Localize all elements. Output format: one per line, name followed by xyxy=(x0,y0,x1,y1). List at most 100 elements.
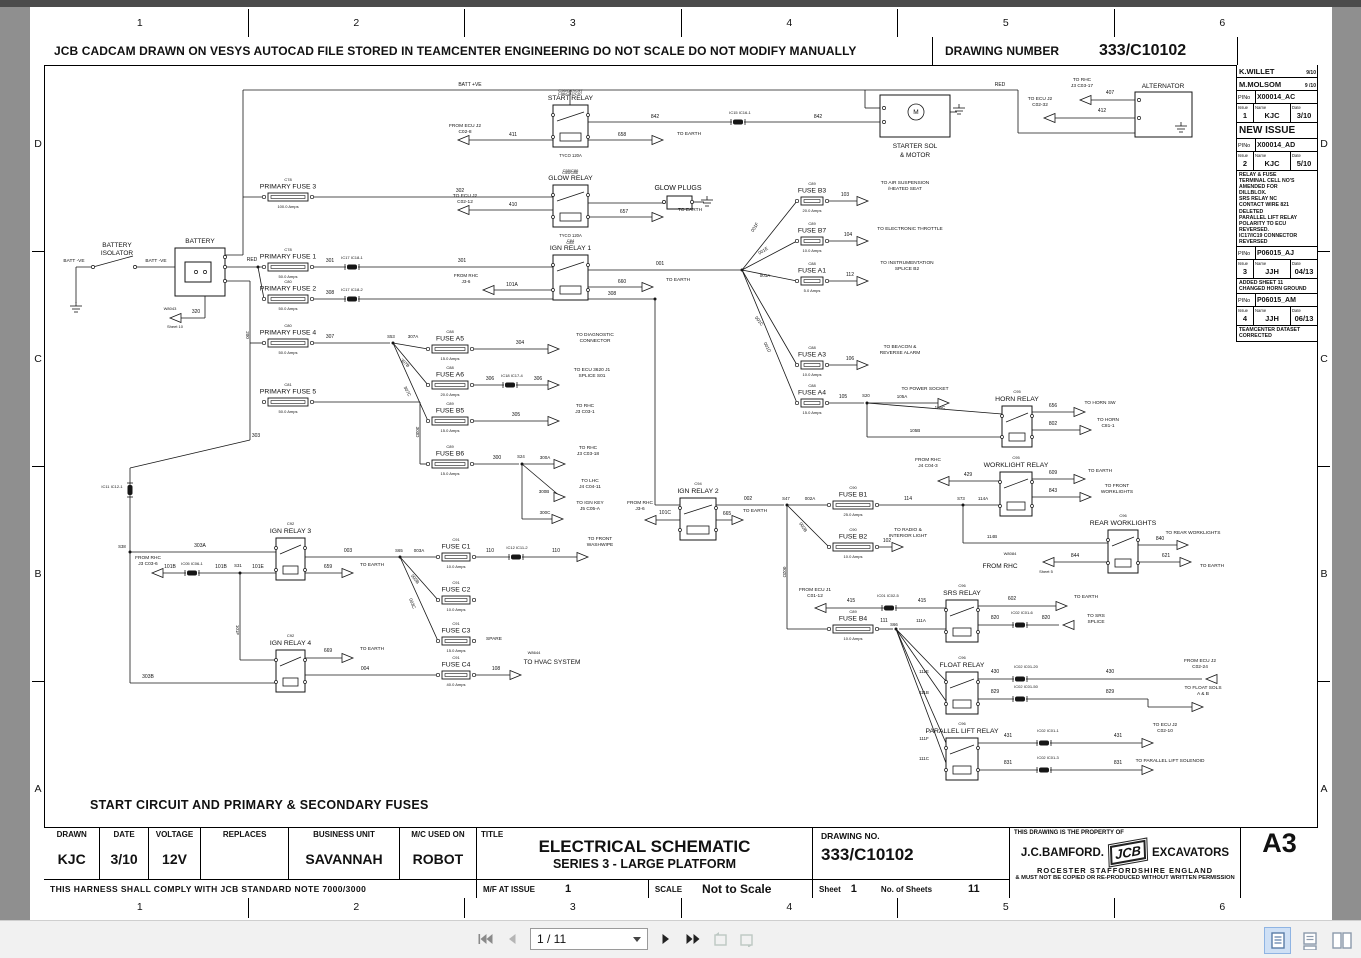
fuse-c3-label: FUSE C3 xyxy=(442,628,471,635)
schematic-text: 110 xyxy=(552,548,560,554)
schematic-text: C02-32 xyxy=(1032,102,1048,108)
schematic-text: 101B xyxy=(164,564,176,570)
schematic-text: 305 xyxy=(512,412,521,418)
schematic-text: 003B xyxy=(410,573,420,584)
drawing-no-section: DRAWING NO. 333/C10102 Sheet 1 No. of Sh… xyxy=(812,828,1009,898)
relay-parallel-lift-relay-switch xyxy=(949,744,975,755)
schematic-text: 106 xyxy=(846,356,855,362)
wire xyxy=(129,439,251,469)
last-page-button[interactable] xyxy=(684,930,702,948)
grid-col-6: 6 xyxy=(1219,17,1226,29)
relay-ign-relay-4-coil xyxy=(282,677,299,687)
schematic-text: 114 xyxy=(904,496,912,502)
wire xyxy=(786,504,830,548)
grid-col-1: 1 xyxy=(32,9,249,37)
relay-rear-worklights xyxy=(1107,529,1139,574)
schematic-text: 431 xyxy=(1114,733,1123,739)
next-page-button[interactable] xyxy=(657,930,675,948)
schematic-text: 002D xyxy=(782,567,787,579)
relay-worklight-relay-switch xyxy=(1003,478,1029,489)
fuse-c4-element xyxy=(444,673,468,677)
fuse-b5-amps: 15.0 Amps xyxy=(441,428,460,433)
fuse-a5-amps: 15.0 Amps xyxy=(441,356,460,361)
schematic-text: BATT -VE xyxy=(145,258,166,264)
fuse-c4-label: FUSE C4 xyxy=(442,662,471,669)
previous-page-button[interactable] xyxy=(503,930,521,948)
schematic-text: IC02 IC01-1 xyxy=(1037,728,1059,733)
flow-arrow-icon xyxy=(1073,473,1087,485)
schematic-text: 111A xyxy=(916,618,926,623)
schematic-text: 430 xyxy=(1106,669,1115,675)
fuse-c4-amps: 40.0 Amps xyxy=(447,682,466,687)
flow-arrow-icon xyxy=(651,134,665,146)
grid-col-2: 2 xyxy=(249,896,465,918)
schematic-text: TO POWER SOCKET xyxy=(901,386,948,392)
flow-arrow-icon xyxy=(1055,600,1069,612)
relay-horn-relay xyxy=(1001,405,1033,448)
schematic-text: 301 xyxy=(326,258,335,264)
page-number-input[interactable]: 1 / 11 xyxy=(530,928,648,950)
drawing-number-box: DRAWING NUMBER 333/C10102 xyxy=(932,37,1237,65)
relay-start-relay-terminal xyxy=(551,113,555,117)
schematic-text: 301 xyxy=(458,258,467,264)
revision-new-issue: NEW ISSUE xyxy=(1237,123,1317,139)
schematic-text: IC02 IC01-6 xyxy=(1011,610,1033,615)
primary-fuse-3-terminal xyxy=(309,194,315,200)
fuse-c4-code: C91 xyxy=(452,655,460,660)
schematic-text: IC15 IC16-1 xyxy=(729,110,751,115)
primary-fuse-2-amps: 50.0 Amps xyxy=(279,306,298,311)
wire xyxy=(92,255,134,268)
continuous-view-button[interactable] xyxy=(1296,927,1323,954)
flow-arrow-icon xyxy=(547,343,561,355)
wire xyxy=(895,628,947,702)
fuse-a3-element xyxy=(803,363,821,367)
schematic-text: C02-8 xyxy=(458,129,471,135)
schematic-text: W8644 xyxy=(528,650,541,655)
wire xyxy=(392,342,429,422)
relay-float-relay-code: C96 xyxy=(958,655,966,660)
fuse-c3-code: C91 xyxy=(452,621,460,626)
schematic-text: 840 xyxy=(1156,536,1165,542)
first-page-button[interactable] xyxy=(476,930,494,948)
relay-rear-worklights-code: C96 xyxy=(1119,513,1127,518)
grid-row-B: B xyxy=(1318,467,1330,682)
two-page-view-button[interactable] xyxy=(1328,927,1355,954)
schematic-text: IC12 IC11-2 xyxy=(506,545,528,550)
flow-arrow-icon xyxy=(547,379,561,391)
relay-float-relay-coil xyxy=(952,699,972,709)
primary-fuse-1-label: PRIMARY FUSE 1 xyxy=(260,254,317,261)
schematic-text: 105 xyxy=(839,394,848,400)
flow-arrow-icon xyxy=(576,551,590,563)
scale-value: Not to Scale xyxy=(702,882,772,896)
schematic-text: 111C xyxy=(919,756,930,761)
primary-fuse-5 xyxy=(267,397,309,407)
schematic-text: TO PARALLEL LIFT SOLENOID xyxy=(1136,758,1205,764)
relay-worklight-relay xyxy=(999,471,1033,517)
single-page-view-button[interactable] xyxy=(1264,927,1291,954)
terminal xyxy=(1137,116,1141,120)
previous-view-button[interactable] xyxy=(711,930,729,948)
grid-col-3: 3 xyxy=(465,9,682,37)
fuse-c1-terminal xyxy=(435,554,441,560)
primary-fuse-1-code: C78 xyxy=(284,247,292,252)
primary-fuse-4-element xyxy=(270,341,306,345)
grid-col-3: 3 xyxy=(465,896,682,918)
next-view-button[interactable] xyxy=(738,930,756,948)
splice-node xyxy=(894,627,898,631)
schematic-text: 111B xyxy=(919,690,929,695)
fuse-b2-label: FUSE B2 xyxy=(839,534,868,541)
schematic-text: Sheet 5 xyxy=(1039,569,1054,574)
page-dropdown-caret-icon[interactable] xyxy=(633,936,641,942)
flow-arrow-icon xyxy=(1141,737,1155,749)
schematic-text: FROM RHC xyxy=(982,563,1017,570)
relay-glow-relay xyxy=(552,184,589,228)
relay-ign-relay-3-terminal xyxy=(274,546,278,550)
schematic-text: 001E xyxy=(757,246,769,256)
schematic-text: 303D xyxy=(415,427,420,439)
flow-arrow-icon xyxy=(731,514,745,526)
flow-arrow-icon xyxy=(936,475,950,487)
fuse-b6-code: C89 xyxy=(446,444,454,449)
relay-glow-relay-switch xyxy=(556,191,585,202)
